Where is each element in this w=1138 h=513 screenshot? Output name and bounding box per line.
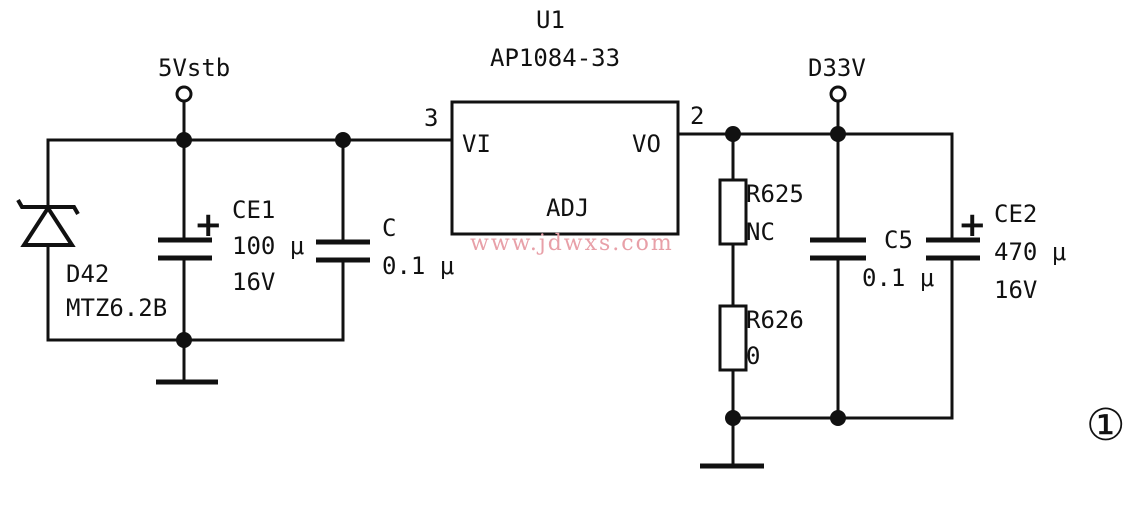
r625-ref-label: R625	[746, 180, 804, 208]
d42-value-label: MTZ6.2B	[66, 294, 167, 322]
ce2-polarity-mark: +	[958, 205, 987, 245]
ce1-voltage-label: 16V	[232, 268, 275, 296]
regulator-pin3-number: 3	[424, 104, 438, 132]
ce2-voltage-label: 16V	[994, 276, 1037, 304]
ce1-polarity-mark: +	[194, 205, 223, 245]
ce2-ref-label: CE2	[994, 200, 1037, 228]
ce1-value-label: 100 μ	[232, 232, 304, 260]
input-junction-c	[335, 132, 351, 148]
regulator-u1: U1 AP1084-33 3 2 VI VO ADJ	[424, 6, 704, 236]
regulator-ref-label: U1	[536, 6, 565, 34]
regulator-pin2-number: 2	[690, 102, 704, 130]
watermark-text: www.jdwxs.com	[470, 231, 674, 256]
resistor-r625	[718, 178, 748, 246]
regulator-body	[450, 100, 680, 236]
zener-diode-d42	[16, 138, 80, 342]
resistor-chain	[718, 132, 748, 468]
regulator-adj-pin: ADJ	[546, 194, 589, 222]
c5-value-label: 0.1 μ	[862, 264, 934, 292]
output-junction-c5	[830, 126, 846, 142]
output-terminal	[829, 85, 847, 103]
output-section: D33V R625 NC R626 0 C5 0.1 μ	[676, 54, 1066, 469]
regulator-vi-pin: VI	[462, 130, 491, 158]
capacitor-c5	[810, 132, 866, 420]
regulator-vo-pin: VO	[632, 130, 661, 158]
regulator-part-label: AP1084-33	[490, 44, 620, 72]
r626-ref-label: R626	[746, 306, 804, 334]
c-input-value-label: 0.1 μ	[382, 252, 454, 280]
input-rail-label: 5Vstb	[158, 54, 230, 82]
input-ground-junction	[176, 332, 192, 348]
output-rail-label: D33V	[808, 54, 866, 82]
input-junction-ce1	[176, 132, 192, 148]
capacitor-ce1	[158, 138, 212, 384]
ce1-ref-label: CE1	[232, 196, 275, 224]
r626-value-label: 0	[746, 342, 760, 370]
resistor-r626	[718, 304, 748, 372]
d42-ref-label: D42	[66, 260, 109, 288]
zener-triangle	[20, 204, 76, 247]
output-ground-junction	[725, 410, 741, 426]
output-ground-junction-c5	[830, 410, 846, 426]
ce2-value-label: 470 μ	[994, 238, 1066, 266]
output-junction-resistor	[725, 126, 741, 142]
input-terminal	[175, 85, 193, 103]
c-input-ref-label: C	[382, 214, 396, 242]
zener-bar	[16, 199, 80, 215]
input-section: 5Vstb D42 MTZ6.2B + CE1 100 μ 16V	[16, 54, 454, 385]
figure-number: ①	[1086, 400, 1125, 451]
c5-ref-label: C5	[884, 226, 913, 254]
r625-value-label: NC	[746, 218, 775, 246]
capacitor-c-input	[316, 138, 370, 342]
capacitor-ce2	[926, 132, 980, 420]
